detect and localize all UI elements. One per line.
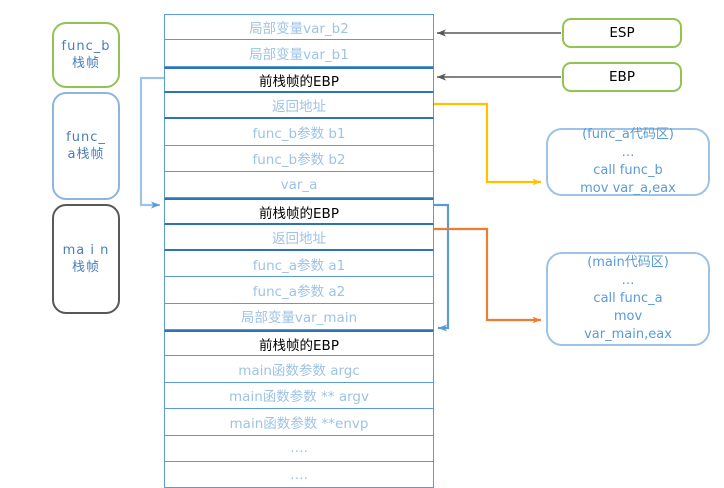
register-label-esp: ESP	[609, 25, 635, 41]
stack-row: 局部变量var_b2	[164, 14, 434, 41]
arrow-saved-ebp-chain-upper	[139, 76, 164, 209]
frame-box-func-a: func_ a栈帧	[52, 92, 120, 200]
stack-row: main函数参数 ** argv	[164, 382, 434, 410]
frame-box-main-line-2: 栈帧	[71, 260, 100, 275]
stack-row: 局部变量var_main	[164, 303, 434, 331]
frame-box-func-b-line-1: func_b	[61, 39, 111, 54]
stack-table: 局部变量var_b2 局部变量var_b1 前栈帧的EBP 返回地址 func_…	[164, 14, 434, 488]
stack-row: ….	[164, 435, 434, 462]
frame-box-func-b: func_b 栈帧	[52, 22, 120, 88]
code-box-func-a-line-2: …	[621, 145, 635, 160]
register-box-esp: ESP	[562, 18, 682, 48]
stack-row-ebp: 前栈帧的EBP	[164, 330, 434, 357]
code-box-main-line-1: (main代码区)	[587, 255, 669, 270]
code-box-func-a-line-3: call func_b	[593, 163, 663, 178]
stack-row: 局部变量var_b1	[164, 40, 434, 67]
stack-row-ebp: 前栈帧的EBP	[164, 66, 434, 94]
stack-row: func_a参数 a2	[164, 277, 434, 304]
frame-box-main: ma i n 栈帧	[52, 204, 120, 314]
code-box-func-a-line-1: (func_a代码区)	[582, 127, 674, 142]
stack-row: var_a	[164, 172, 434, 199]
stack-row-ebp: 前栈帧的EBP	[164, 198, 434, 225]
frame-box-main-line-1: ma i n	[62, 243, 110, 258]
register-box-ebp: EBP	[562, 62, 682, 92]
stack-row-return-address: 返回地址	[164, 224, 434, 252]
stack-row: ….	[164, 461, 434, 488]
stack-row: func_b参数 b1	[164, 119, 434, 146]
code-box-main-line-3: call func_a	[593, 291, 663, 306]
stack-row: func_b参数 b2	[164, 145, 434, 173]
frame-box-func-a-line-1: func_	[66, 130, 106, 145]
code-box-main-line-2: …	[621, 273, 635, 288]
code-box-func-a-line-4: mov var_a,eax	[580, 181, 676, 196]
stack-row-return-address: 返回地址	[164, 93, 434, 120]
stack-row: main函数参数 **envp	[164, 409, 434, 436]
stack-row: func_a参数 a1	[164, 251, 434, 278]
frame-box-func-a-line-2: a栈帧	[67, 147, 105, 162]
stack-row: main函数参数 argc	[164, 356, 434, 383]
arrow-return-address-to-func-a-code	[434, 102, 541, 186]
code-box-main-line-5: var_main,eax	[584, 327, 672, 342]
diagram-canvas: func_b 栈帧 func_ a栈帧 ma i n 栈帧 局部变量var_b2…	[52, 14, 710, 488]
arrow-saved-ebp-chain-lower	[434, 203, 450, 332]
frame-box-func-b-line-2: 栈帧	[71, 56, 100, 71]
code-box-main-line-4: mov	[613, 309, 643, 324]
arrow-return-address-to-main-code	[434, 227, 541, 324]
code-box-func-a: (func_a代码区) … call func_b mov var_a,eax	[546, 127, 710, 196]
register-label-ebp: EBP	[609, 69, 635, 85]
code-box-main: (main代码区) … call func_a mov var_main,eax	[546, 252, 710, 346]
